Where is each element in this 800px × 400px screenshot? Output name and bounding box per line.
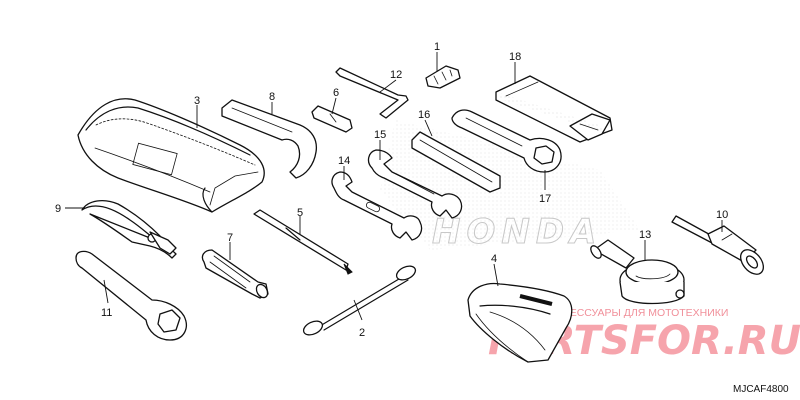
diagram-code: MJCAF4800 xyxy=(733,384,789,395)
part-4-pouch xyxy=(467,282,573,363)
part-9-pliers xyxy=(81,199,177,259)
part-10-socket-wrench xyxy=(671,215,764,275)
part-5-screwdriver xyxy=(253,209,353,275)
callout-1: 1 xyxy=(434,41,440,53)
callout-9: 9 xyxy=(55,203,61,215)
callout-18: 18 xyxy=(509,51,521,63)
callout-13: 13 xyxy=(639,229,651,241)
callout-17: 17 xyxy=(539,193,551,205)
callout-2: 2 xyxy=(359,327,365,339)
callouts: 1 2 3 4 5 6 7 8 9 10 11 12 13 14 15 16 1… xyxy=(55,41,728,339)
callout-16: 16 xyxy=(418,109,430,121)
callout-5: 5 xyxy=(297,207,303,219)
part-1-clip xyxy=(425,65,461,89)
part-11-ring-wrench xyxy=(75,250,187,341)
leader-lines xyxy=(65,52,723,321)
watermark-brand: HONDA xyxy=(432,212,602,252)
callout-7: 7 xyxy=(227,232,233,244)
part-3-tool-bag xyxy=(77,98,265,213)
callout-8: 8 xyxy=(269,91,275,103)
part-13-adjuster-tool xyxy=(590,239,685,305)
part-16-handle xyxy=(411,131,501,193)
part-12-hex-key xyxy=(335,67,409,119)
part-7-screwdriver-handle xyxy=(201,249,269,299)
callout-6: 6 xyxy=(333,87,339,99)
callout-10: 10 xyxy=(716,209,728,221)
callout-14: 14 xyxy=(338,155,350,167)
part-14-open-end-wrench xyxy=(331,171,423,241)
callout-12: 12 xyxy=(390,69,402,81)
part-18-document-sleeve xyxy=(495,75,613,143)
part-2-wire xyxy=(302,265,417,336)
callout-11: 11 xyxy=(101,307,112,319)
part-17-box-wrench xyxy=(451,109,562,173)
callout-4: 4 xyxy=(491,253,497,265)
callout-3: 3 xyxy=(194,95,200,107)
part-8-hook-wrench xyxy=(221,99,318,179)
part-15-open-end-wrench xyxy=(367,149,463,219)
callout-15: 15 xyxy=(374,129,386,141)
part-6-screwdriver-bit xyxy=(311,105,353,133)
